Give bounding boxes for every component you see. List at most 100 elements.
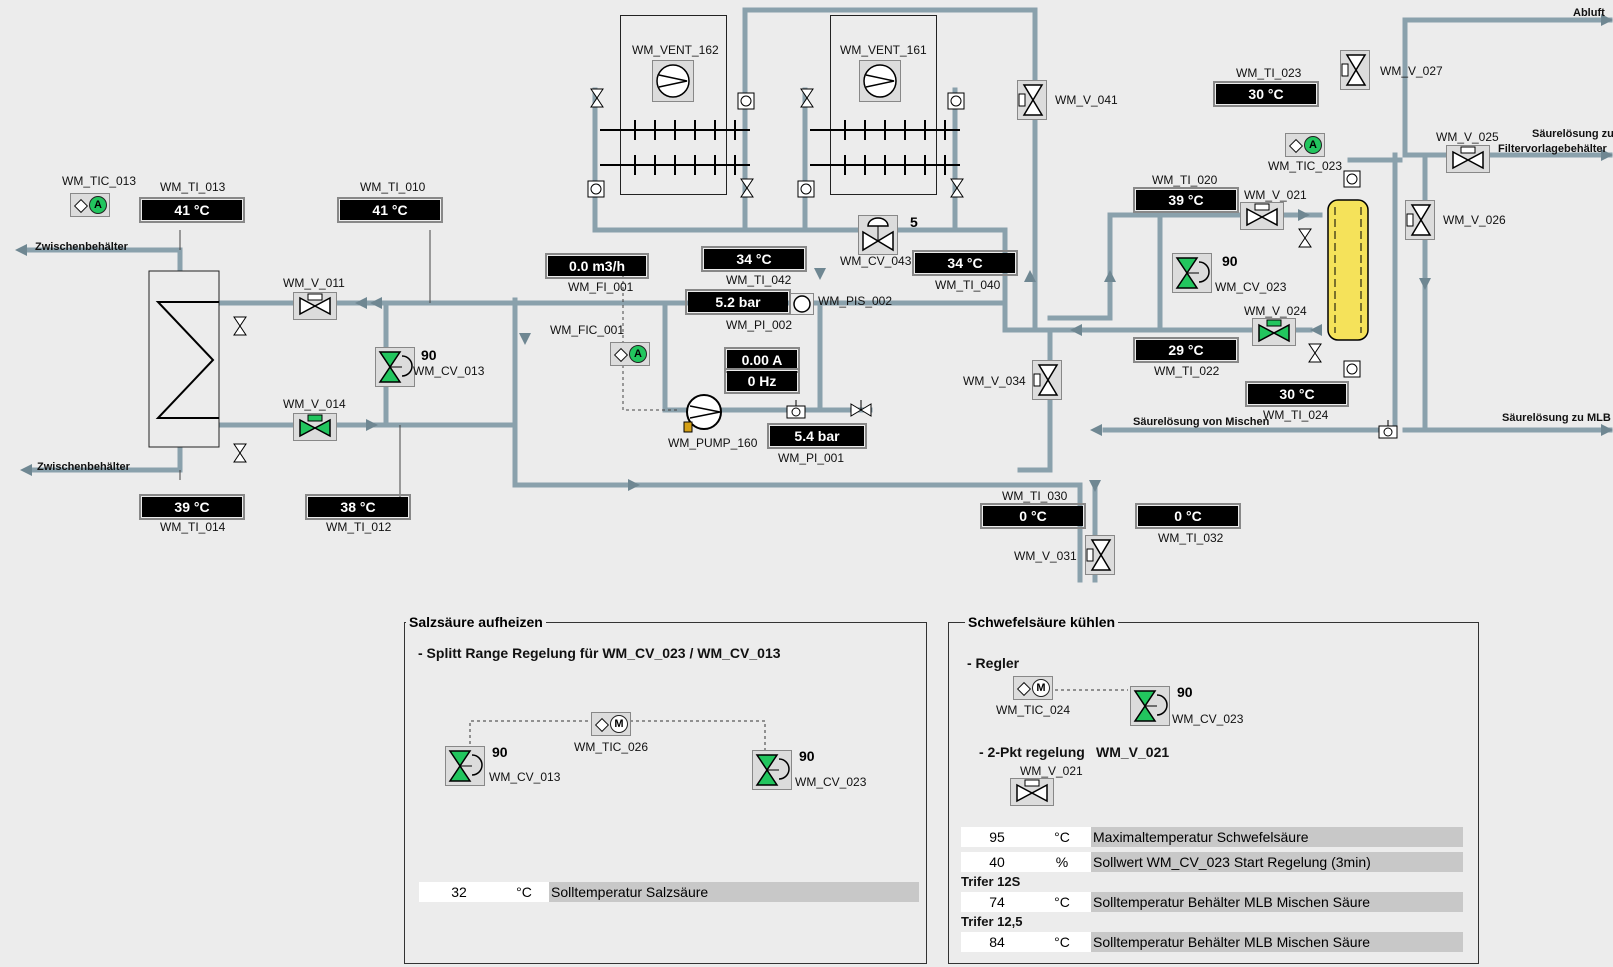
ti-013-value[interactable]: 41 °C [139, 197, 245, 223]
manual-valve-icon[interactable] [850, 400, 872, 420]
cv-043-valve[interactable] [858, 215, 898, 255]
v-021-valve[interactable] [1240, 202, 1284, 230]
manual-valve-icon[interactable] [233, 443, 247, 463]
v-027-tag: WM_V_027 [1380, 64, 1443, 78]
param-12s-value[interactable]: 74 [961, 892, 1033, 912]
ti-032-value[interactable]: 0 °C [1135, 503, 1241, 529]
pump-160[interactable] [682, 392, 726, 436]
manual-valve-icon[interactable] [740, 178, 754, 198]
check-valve-icon[interactable] [1343, 170, 1361, 188]
control-valve-open-icon [378, 351, 413, 383]
pi-002-value[interactable]: 5.2 bar [685, 289, 791, 315]
ti-014-value[interactable]: 39 °C [139, 494, 245, 520]
vent-162-fan[interactable] [652, 60, 694, 102]
ti-010-value[interactable]: 41 °C [337, 197, 443, 223]
tic-024-controller[interactable]: M [1013, 676, 1053, 700]
pump-frequency-value[interactable]: 0 Hz [724, 368, 800, 394]
check-valve-icon[interactable] [587, 180, 605, 198]
ti-023-value[interactable]: 30 °C [1213, 81, 1319, 107]
param-125-value[interactable]: 84 [961, 932, 1033, 952]
ti-022-value[interactable]: 29 °C [1133, 337, 1239, 363]
ti-013-tag: WM_TI_013 [160, 180, 226, 194]
panel-left-cv-013-value: 90 [492, 744, 508, 760]
controller-diamond-icon [73, 198, 89, 214]
ti-012-value[interactable]: 38 °C [305, 494, 411, 520]
manual-valve-icon[interactable] [1308, 343, 1322, 363]
pressure-switch-icon [793, 295, 811, 313]
panel-left-subtitle: - Splitt Range Regelung für WM_CV_023 / … [418, 645, 781, 661]
tic-026-controller[interactable]: M [591, 712, 631, 736]
v-031-tag: WM_V_031 [1014, 549, 1077, 563]
cv-013-valve[interactable] [375, 347, 415, 387]
pis-002-switch[interactable] [790, 293, 814, 315]
heat-exchanger-icon[interactable] [148, 270, 220, 448]
check-valve-icon[interactable] [737, 92, 755, 110]
tic-013-controller[interactable]: A [70, 193, 110, 217]
v-024-valve[interactable] [1252, 318, 1296, 346]
manual-valve-icon[interactable] [800, 88, 814, 108]
auto-mode-icon: A [629, 345, 647, 363]
v-034-valve[interactable] [1032, 360, 1062, 400]
panel-left-cv-013[interactable] [445, 746, 485, 786]
tic-023-tag: WM_TIC_023 [1268, 159, 1343, 173]
manual-valve-icon[interactable] [950, 178, 964, 198]
check-valve-icon[interactable] [1377, 420, 1399, 440]
panel-right-2pkt: - 2-Pkt regelung [979, 744, 1085, 760]
check-valve-icon[interactable] [785, 400, 807, 420]
manual-valve-icon[interactable] [233, 316, 247, 336]
v-041-valve[interactable] [1017, 80, 1047, 120]
v-034-tag: WM_V_034 [963, 374, 1026, 388]
fan-icon [656, 64, 690, 98]
ti-024-value[interactable]: 30 °C [1245, 381, 1349, 407]
v-041-tag: WM_V_041 [1055, 93, 1118, 107]
panel-left-cv-023[interactable] [752, 750, 792, 790]
ti-014-tag: WM_TI_014 [160, 520, 226, 534]
fi-001-value[interactable]: 0.0 m3/h [545, 253, 649, 279]
manual-valve-icon[interactable] [1298, 228, 1312, 248]
trifer-12s-label: Trifer 12S [961, 874, 1021, 889]
ti-022-tag: WM_TI_022 [1154, 364, 1220, 378]
check-valve-icon[interactable] [947, 92, 965, 110]
panel-right-2pkt-valve: WM_V_021 [1096, 744, 1170, 760]
ti-042-tag: WM_TI_042 [726, 273, 792, 287]
v-011-valve[interactable] [293, 292, 337, 320]
v-031-valve[interactable] [1085, 535, 1115, 575]
control-valve-open-icon [448, 750, 483, 782]
valve-closed-icon [1016, 779, 1048, 803]
ti-010-tag: WM_TI_010 [360, 180, 426, 194]
param-max-value[interactable]: 95 [961, 827, 1033, 847]
tic-023-controller[interactable]: A [1285, 133, 1325, 157]
manual-valve-icon[interactable] [590, 88, 604, 108]
ti-030-value[interactable]: 0 °C [980, 503, 1086, 529]
v-026-valve[interactable] [1405, 200, 1435, 240]
panel-right-title: Schwefelsäure kühlen [965, 614, 1119, 630]
v-027-valve[interactable] [1340, 50, 1370, 90]
v-025-tag: WM_V_025 [1436, 130, 1499, 144]
pi-001-value[interactable]: 5.4 bar [767, 423, 867, 449]
valve-closed-icon [1452, 146, 1484, 170]
check-valve-icon[interactable] [1343, 360, 1361, 378]
vent-161-fan[interactable] [859, 60, 901, 102]
column-tank-icon[interactable] [1325, 195, 1371, 345]
check-valve-icon[interactable] [797, 180, 815, 198]
ti-042-value[interactable]: 34 °C [701, 246, 807, 272]
ti-020-value[interactable]: 39 °C [1133, 187, 1239, 213]
stream-label-von-mischen: Säurelösung von Mischen [1133, 416, 1270, 428]
param-salz-value[interactable]: 32 [419, 882, 499, 902]
fic-001-controller[interactable]: A [610, 342, 650, 366]
param-sollwert-value[interactable]: 40 [961, 852, 1033, 872]
v-025-valve[interactable] [1446, 145, 1490, 173]
cv-023-valve[interactable] [1172, 253, 1212, 293]
controller-diamond-icon [1288, 138, 1304, 154]
panel-right-v-021-tag: WM_V_021 [1020, 764, 1083, 778]
panel-left-cv-023-value: 90 [799, 748, 815, 764]
panel-right-v-021[interactable] [1010, 778, 1054, 806]
panel-right-cv-023[interactable] [1130, 686, 1170, 726]
ti-040-value[interactable]: 34 °C [912, 250, 1018, 276]
v-014-valve[interactable] [293, 413, 337, 441]
ti-012-tag: WM_TI_012 [326, 520, 392, 534]
ti-040-tag: WM_TI_040 [935, 278, 1001, 292]
param-125-unit: °C [1033, 932, 1091, 952]
pump-current-value[interactable]: 0.00 A [724, 347, 800, 373]
ti-023-tag: WM_TI_023 [1236, 66, 1302, 80]
